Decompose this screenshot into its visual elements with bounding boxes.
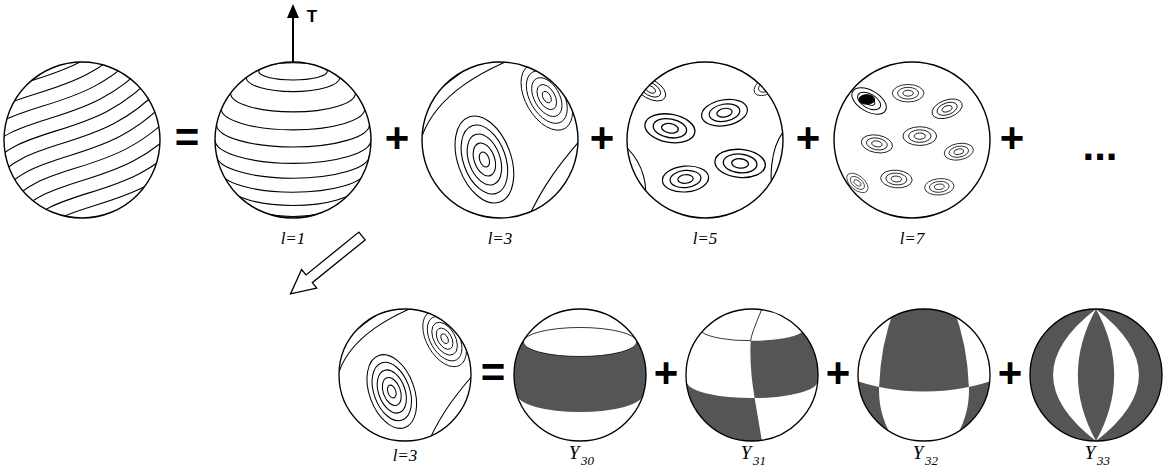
axis-arrowhead [287, 4, 299, 18]
axis-arrow [292, 16, 294, 62]
y32-sphere [845, 309, 1003, 454]
plus-sign: + [796, 117, 821, 159]
harmonic-symbol: Y [741, 443, 752, 462]
l3-sphere [332, 296, 484, 454]
equals-sign: = [481, 352, 506, 394]
axis-label: T [307, 8, 317, 25]
plus-sign: + [654, 352, 679, 394]
harmonic-index: 31 [753, 454, 766, 467]
harmonic-index: 33 [1097, 454, 1110, 467]
degree-label: l=7 [900, 230, 925, 247]
degree-label: l=5 [693, 230, 718, 247]
harmonic-symbol: Y [569, 443, 580, 462]
degree-label: l=3 [488, 230, 513, 247]
l7-sphere [834, 62, 990, 218]
plus-sign: + [590, 117, 615, 159]
y33-sphere [1017, 296, 1170, 454]
degree-label: l=1 [281, 230, 306, 247]
harmonic-symbol: Y [1085, 443, 1096, 462]
harmonic-symbol: Y [913, 443, 924, 462]
y31-sphere [679, 309, 824, 448]
field-sphere [0, 20, 211, 262]
harmonic-index: 30 [581, 454, 594, 467]
harmonic-index: 32 [925, 454, 938, 467]
plus-sign: + [998, 352, 1023, 394]
degree-label: l=3 [393, 447, 418, 464]
plus-sign: + [826, 352, 851, 394]
ellipsis: ... [1082, 125, 1117, 167]
plus-sign: + [1000, 117, 1025, 159]
l1-sphere [215, 62, 371, 218]
plus-sign: + [385, 117, 410, 159]
l3-sphere [414, 46, 593, 233]
l5-sphere [627, 62, 784, 218]
y30-sphere [507, 309, 652, 441]
equals-sign: = [175, 117, 200, 159]
